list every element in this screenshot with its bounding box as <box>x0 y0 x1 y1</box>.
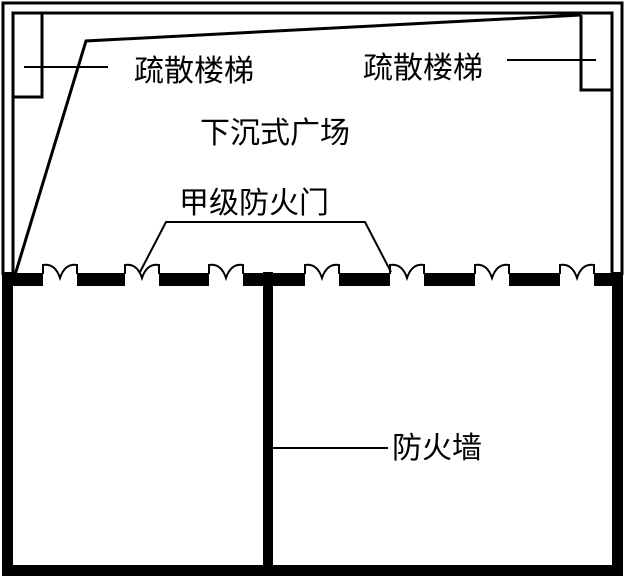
fire-door-1 <box>42 263 78 282</box>
sunken-plaza-label: 下沉式广场 <box>200 116 350 151</box>
wall-segment <box>509 273 560 286</box>
wall-segment <box>594 273 623 286</box>
fire-door-6 <box>474 263 510 282</box>
stair-left-box <box>13 13 44 99</box>
stair-left-label: 疏散楼梯 <box>134 54 254 89</box>
plaza-outline <box>1 1 624 275</box>
wall-segment <box>2 273 43 286</box>
wall-segment <box>77 273 125 286</box>
fire-door-4 <box>304 263 340 282</box>
plaza-outer-wall <box>1 1 624 275</box>
fire-door-label: 甲级防火门 <box>179 186 329 221</box>
fire-door-3 <box>208 263 244 282</box>
wall-segment <box>339 273 390 286</box>
leader-fire-door <box>139 221 392 273</box>
fire-wall <box>263 272 273 572</box>
fire-door-2 <box>124 263 160 282</box>
left-wall <box>2 272 13 576</box>
fire-wall-label: 防火墙 <box>392 431 482 466</box>
door-wall-rail <box>2 263 623 286</box>
right-wall <box>612 272 623 576</box>
building-walls <box>2 272 623 576</box>
wall-segment <box>159 273 209 286</box>
wall-segment <box>424 273 475 286</box>
plaza-boundary-line <box>13 13 582 276</box>
plaza-inner-wall <box>11 11 614 275</box>
stair-right-label: 疏散楼梯 <box>363 51 483 86</box>
bottom-wall <box>2 565 623 576</box>
fire-door-5 <box>389 263 425 282</box>
wall-segment <box>243 273 305 286</box>
fire-door-7 <box>559 263 595 282</box>
stair-right-box <box>579 15 612 92</box>
